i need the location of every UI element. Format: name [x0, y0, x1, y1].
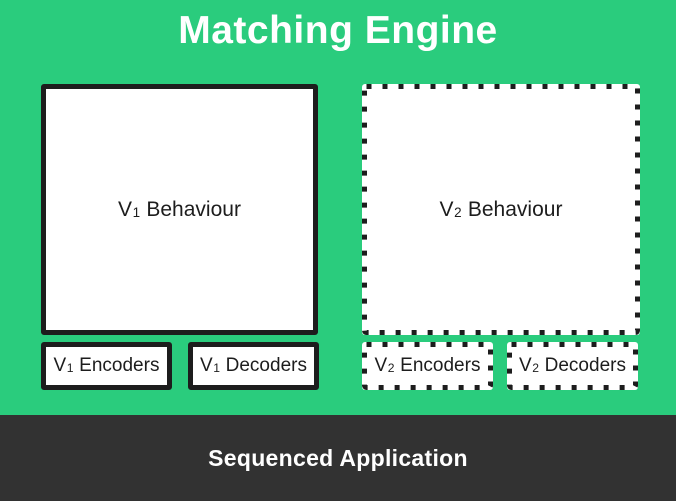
v1-decoders-base: V — [200, 355, 213, 376]
v2-encoders-base: V — [374, 355, 388, 376]
v1-encoders-label: V1 Encoders — [54, 355, 160, 377]
v2-behaviour-rest: Behaviour — [467, 197, 563, 221]
v1-behaviour-box: V1 Behaviour — [41, 84, 318, 335]
v2-behaviour-box: V2 Behaviour — [362, 84, 640, 335]
v2-behaviour-label: V2 Behaviour — [440, 198, 563, 222]
v1-behaviour-base: V — [118, 197, 133, 221]
v2-decoders-rest: Decoders — [544, 355, 626, 376]
v2-behaviour-base: V — [439, 197, 454, 221]
v1-encoders-box: V1 Encoders — [41, 342, 172, 390]
v1-behaviour-label: V1 Behaviour — [118, 198, 241, 222]
v2-behaviour-sub: 2 — [454, 204, 462, 220]
v1-decoders-sub: 1 — [213, 360, 220, 375]
v2-encoders-box: V2 Encoders — [362, 342, 493, 390]
v2-decoders-box: V2 Decoders — [507, 342, 638, 390]
v1-decoders-box: V1 Decoders — [188, 342, 319, 390]
v2-encoders-rest: Encoders — [400, 355, 481, 376]
v2-decoders-sub: 2 — [532, 360, 539, 375]
v2-encoders-label: V2 Encoders — [375, 355, 481, 377]
v2-decoders-base: V — [519, 355, 532, 376]
v1-decoders-label: V1 Decoders — [200, 355, 307, 377]
v1-encoders-sub: 1 — [66, 360, 74, 375]
v1-encoders-base: V — [53, 355, 67, 376]
v1-behaviour-sub: 1 — [132, 204, 141, 220]
v2-decoders-label: V2 Decoders — [519, 355, 626, 377]
v2-encoders-sub: 2 — [387, 360, 395, 375]
v1-encoders-rest: Encoders — [79, 355, 160, 376]
sequenced-application-bar: Sequenced Application — [0, 415, 676, 501]
diagram-title: Matching Engine — [178, 9, 498, 52]
sequenced-application-label: Sequenced Application — [208, 444, 468, 471]
v1-behaviour-rest: Behaviour — [146, 197, 241, 221]
v1-decoders-rest: Decoders — [225, 355, 307, 376]
